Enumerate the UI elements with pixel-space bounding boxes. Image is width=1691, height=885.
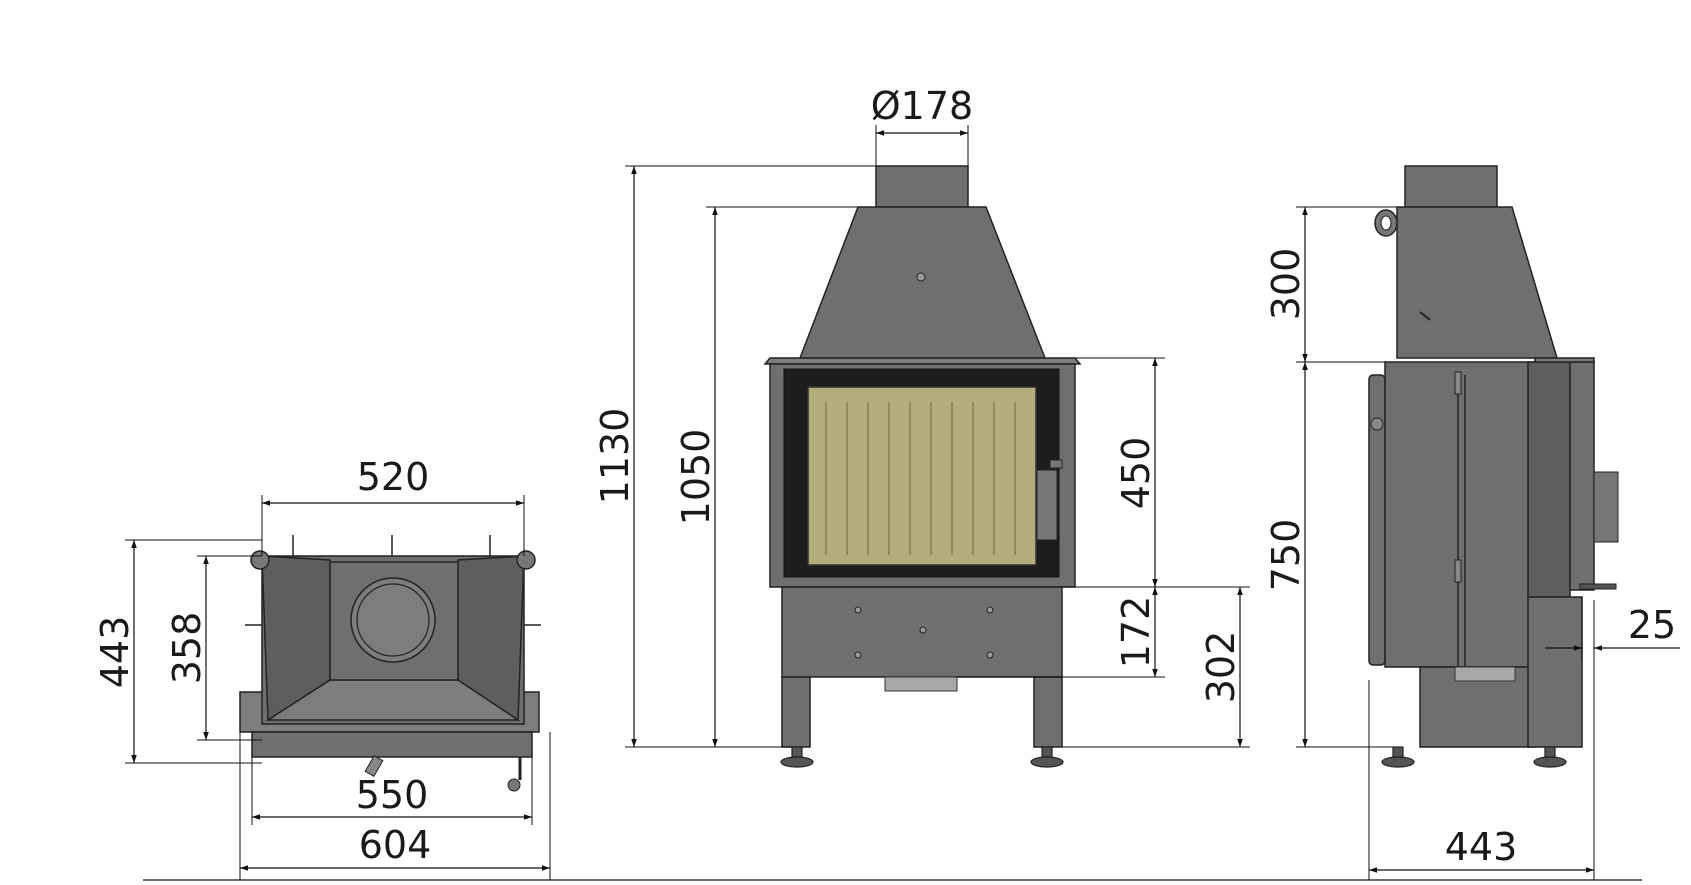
side-view-door-edge [1569,361,1595,591]
dim-width-outer: 604 [359,823,432,867]
dim-width-inner: 520 [357,455,430,499]
dim-base-to-door: 172 [1114,596,1158,669]
side-view-handle [1593,471,1619,543]
side-view-flue [1404,165,1498,208]
dim-flue-diameter: Ø178 [871,84,973,128]
dim-body-height: 750 [1264,519,1308,592]
dim-offset: 25 [1628,603,1676,647]
dim-door-height: 450 [1114,437,1158,510]
dim-depth-total: 443 [93,616,137,689]
dim-side-depth: 443 [1445,825,1518,869]
front-view-right-leg [1033,676,1063,748]
dim-depth-inner: 358 [165,612,209,685]
front-view: Ø178 1130 1050 450 172 302 [593,84,1250,768]
dim-hood-height: 300 [1264,248,1308,321]
top-view: 520 550 604 443 358 [93,455,551,880]
side-view-hood [1396,206,1559,359]
side-view-base [1527,596,1583,748]
front-view-base [781,586,1063,678]
front-view-flue [875,165,969,208]
top-view-flue-opening [350,577,436,663]
front-view-hood [798,206,1047,359]
dim-height-body: 1050 [674,429,718,526]
front-view-glass [807,386,1037,566]
dim-floor-to-door: 302 [1199,631,1243,704]
dim-height-total: 1130 [593,408,637,505]
front-view-top-strip [763,357,1082,365]
side-view: 300 750 443 25 [1264,165,1680,880]
side-view-front-panel [1527,361,1571,598]
front-view-door-handle [1036,469,1058,541]
dim-width-mid: 550 [356,773,429,817]
top-view-bottom-strip [251,731,533,758]
side-view-body [1384,361,1536,668]
front-view-left-leg [781,676,811,748]
